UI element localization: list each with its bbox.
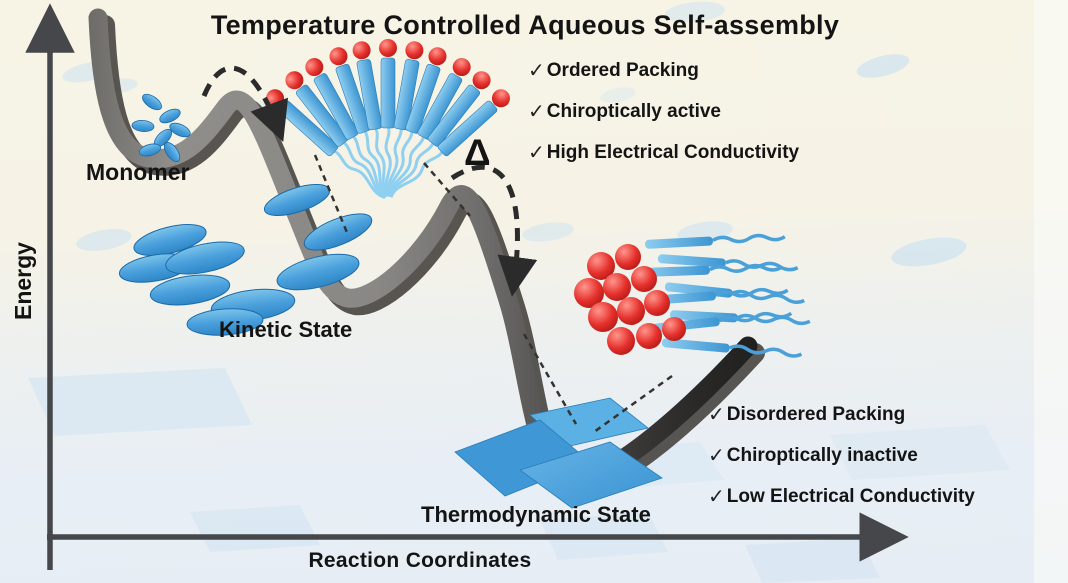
list-item: ✓ Low Electrical Conductivity: [708, 484, 975, 510]
list-item: ✓ Disordered Packing: [708, 402, 975, 428]
axes: [25, 3, 909, 570]
figure-title: Temperature Controlled Aqueous Self-asse…: [210, 10, 840, 40]
checkmark-icon: ✓: [528, 60, 545, 82]
red-sphere-cluster: [574, 244, 686, 355]
checkmark-icon: ✓: [708, 445, 725, 467]
property-text: Low Electrical Conductivity: [726, 486, 975, 507]
y-axis-label: Energy: [10, 242, 36, 320]
list-item: ✓ Chiroptically inactive: [708, 443, 975, 469]
property-text: Chiroptically inactive: [726, 445, 918, 466]
property-text: Ordered Packing: [546, 60, 699, 81]
disc-stack: [118, 183, 373, 336]
checkmark-icon: ✓: [708, 404, 725, 426]
zoom-connector-lines: [313, 154, 673, 434]
monomer-molecules: [131, 93, 191, 162]
ordered-fan-assembly: [266, 39, 510, 199]
property-text: High Electrical Conductivity: [546, 142, 800, 163]
list-item: ✓ Ordered Packing: [528, 58, 799, 84]
dashed-arrow-icon: [201, 65, 289, 143]
kinetic-properties-list: ✓ Ordered Packing ✓ Chiroptically active…: [528, 58, 799, 181]
state-label-thermodynamic: Thermodynamic State: [421, 502, 651, 527]
state-label-monomer: Monomer: [86, 159, 190, 185]
lamellar-sheets: [454, 397, 663, 509]
list-item: ✓ High Electrical Conductivity: [528, 140, 799, 166]
list-item: ✓ Chiroptically active: [528, 99, 799, 125]
property-text: Disordered Packing: [726, 404, 906, 425]
transition-arrow-icons: [201, 65, 538, 297]
state-label-kinetic: Kinetic State: [219, 317, 353, 342]
micelle-rods: [641, 233, 811, 358]
property-text: Chiroptically active: [546, 101, 721, 122]
delta-heat-symbol: Δ: [464, 132, 491, 173]
thermodynamic-properties-list: ✓ Disordered Packing ✓ Chiroptically ina…: [708, 402, 975, 525]
checkmark-icon: ✓: [528, 101, 545, 123]
x-axis-label: Reaction Coordinates: [308, 549, 532, 572]
checkmark-icon: ✓: [708, 486, 725, 508]
checkmark-icon: ✓: [528, 142, 545, 164]
